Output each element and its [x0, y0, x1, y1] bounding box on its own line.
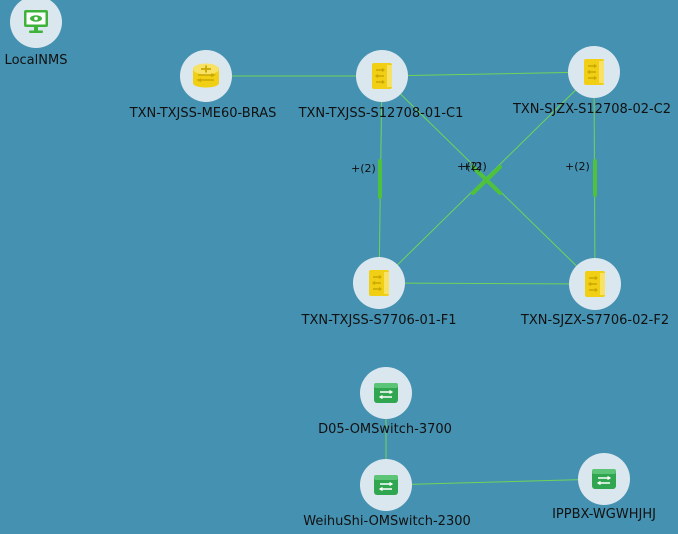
node-label: IPPBX-WGWHJHJ: [552, 507, 656, 522]
node-circle: [360, 459, 412, 511]
node-circle: [356, 50, 408, 102]
switch-icon: [374, 475, 398, 495]
core-switch-icon: [369, 270, 389, 296]
router-icon: [193, 63, 219, 88]
node-label: TXN-TXJSS-S12708-01-C1: [298, 106, 464, 121]
node-label: WeihuShi-OMSwitch-2300: [303, 514, 471, 529]
node-label: D05-OMSwitch-3700: [318, 422, 452, 437]
link-f1-f2[interactable]: [378, 282, 596, 285]
node-circle: [568, 46, 620, 98]
node-label: TXN-SJZX-S7706-02-F2: [520, 313, 670, 328]
switch-icon: [592, 469, 616, 489]
monitor-icon: [24, 10, 48, 33]
core-switch-icon: [585, 271, 605, 297]
link-badge-c2-f1: +(2): [462, 160, 487, 173]
node-label: TXN-SJZX-S12708-02-C2: [512, 102, 672, 117]
core-switch-icon: [584, 59, 604, 85]
link-badge-c1-f1: +(2): [351, 162, 376, 175]
node-label: LocalNMS: [4, 53, 68, 68]
link-badge-c2-f2: +(2): [565, 160, 590, 173]
node-label: TXN-TXJSS-S7706-01-F1: [301, 313, 457, 328]
switch-icon: [374, 383, 398, 403]
node-circle: [360, 367, 412, 419]
link-marker-c2-f1[interactable]: [471, 165, 502, 195]
node-circle: [569, 258, 621, 310]
node-circle: [353, 257, 405, 309]
node-circle: [10, 0, 62, 48]
node-label: TXN-TXJSS-ME60-BRAS: [129, 106, 277, 121]
link-weihushi-ippbx[interactable]: [385, 478, 605, 486]
node-circle: [578, 453, 630, 505]
link-c1-c2[interactable]: [381, 71, 595, 77]
node-circle: [180, 50, 232, 102]
core-switch-icon: [372, 63, 392, 89]
link-badge-c1-f2: +(2): [457, 160, 482, 173]
